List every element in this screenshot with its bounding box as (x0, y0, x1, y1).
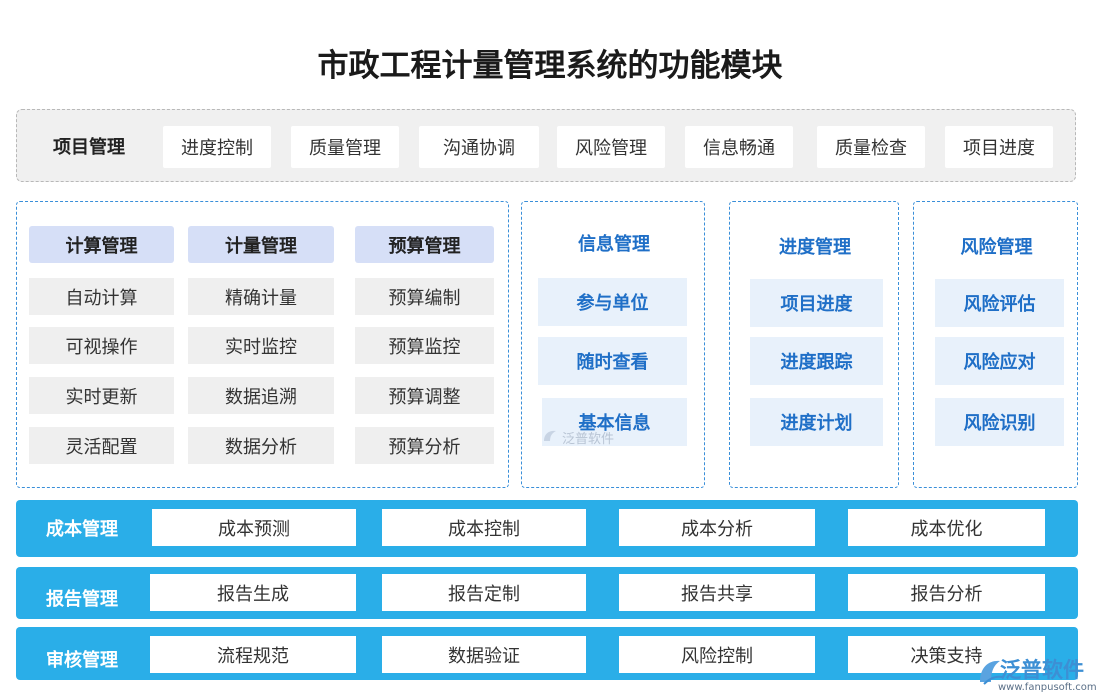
project-item: 沟通协调 (419, 126, 539, 168)
bar-item: 成本预测 (152, 509, 356, 546)
risk-management-panel: 风险管理 风险评估 风险应对 风险识别 (913, 201, 1078, 488)
inner-watermark-text: 泛普软件 (562, 432, 615, 447)
column-item: 实时监控 (188, 327, 334, 364)
bar-label: 成本管理 (46, 519, 118, 540)
bar-item: 成本控制 (382, 509, 586, 546)
column-item: 预算编制 (355, 278, 494, 315)
project-item: 信息畅通 (685, 126, 793, 168)
project-item: 风险管理 (557, 126, 665, 168)
bar-item: 数据验证 (382, 636, 586, 673)
risk-management-title: 风险管理 (960, 237, 1033, 258)
project-item: 质量管理 (291, 126, 399, 168)
bar-label: 审核管理 (46, 650, 118, 671)
bar-item: 风险控制 (619, 636, 815, 673)
info-management-panel: 信息管理 参与单位 随时查看 基本信息 (521, 201, 705, 488)
column-item: 实时更新 (29, 377, 174, 414)
progress-management-panel: 进度管理 项目进度 进度跟踪 进度计划 (729, 201, 899, 488)
bar-item: 决策支持 (848, 636, 1045, 673)
info-item: 基本信息 (542, 398, 687, 446)
fanpu-watermark-icon (544, 430, 556, 441)
column-item: 精确计量 (188, 278, 334, 315)
info-item: 随时查看 (538, 337, 687, 385)
column-item: 数据分析 (188, 427, 334, 464)
risk-item: 风险评估 (935, 279, 1064, 327)
project-item: 质量检查 (817, 126, 925, 168)
page-title: 市政工程计量管理系统的功能模块 (317, 48, 783, 84)
project-management-row: 项目管理 进度控制 质量管理 沟通协调 风险管理 信息畅通 质量检查 项目进度 (16, 109, 1076, 182)
column-item: 预算监控 (355, 327, 494, 364)
project-management-label: 项目管理 (53, 137, 125, 158)
project-item: 进度控制 (163, 126, 271, 168)
progress-item: 进度计划 (750, 398, 883, 446)
column-item: 灵活配置 (29, 427, 174, 464)
left-module-panel: 计算管理 自动计算 可视操作 实时更新 灵活配置 计量管理 精确计量 实时监控 … (16, 201, 509, 488)
bar-item: 报告生成 (150, 574, 356, 611)
info-item: 参与单位 (538, 278, 687, 326)
risk-item: 风险识别 (935, 398, 1064, 446)
info-management-title: 信息管理 (578, 234, 650, 255)
column-header: 计量管理 (188, 226, 334, 263)
column-item: 可视操作 (29, 327, 174, 364)
column-header: 计算管理 (29, 226, 174, 263)
audit-management-bar: 审核管理 流程规范 数据验证 风险控制 决策支持 (16, 627, 1078, 680)
progress-management-title: 进度管理 (779, 237, 851, 258)
cost-management-bar: 成本管理 成本预测 成本控制 成本分析 成本优化 (16, 500, 1078, 557)
logo-text: 泛普软件 (1000, 658, 1084, 682)
bar-item: 流程规范 (150, 636, 356, 673)
column-item: 自动计算 (29, 278, 174, 315)
fanpu-logo-icon (980, 660, 1003, 685)
bar-item: 报告定制 (382, 574, 586, 611)
progress-item: 项目进度 (750, 279, 883, 327)
logo-url: www.fanpusoft.com (998, 682, 1097, 693)
bar-item: 成本分析 (619, 509, 815, 546)
bar-item: 报告共享 (619, 574, 815, 611)
progress-item: 进度跟踪 (750, 337, 883, 385)
bar-label: 报告管理 (46, 589, 118, 610)
column-header: 预算管理 (355, 226, 494, 263)
column-item: 数据追溯 (188, 377, 334, 414)
report-management-bar: 报告管理 报告生成 报告定制 报告共享 报告分析 (16, 567, 1078, 619)
bar-item: 报告分析 (848, 574, 1045, 611)
bar-item: 成本优化 (848, 509, 1045, 546)
column-item: 预算分析 (355, 427, 494, 464)
risk-item: 风险应对 (935, 337, 1064, 385)
project-item: 项目进度 (945, 126, 1053, 168)
column-item: 预算调整 (355, 377, 494, 414)
